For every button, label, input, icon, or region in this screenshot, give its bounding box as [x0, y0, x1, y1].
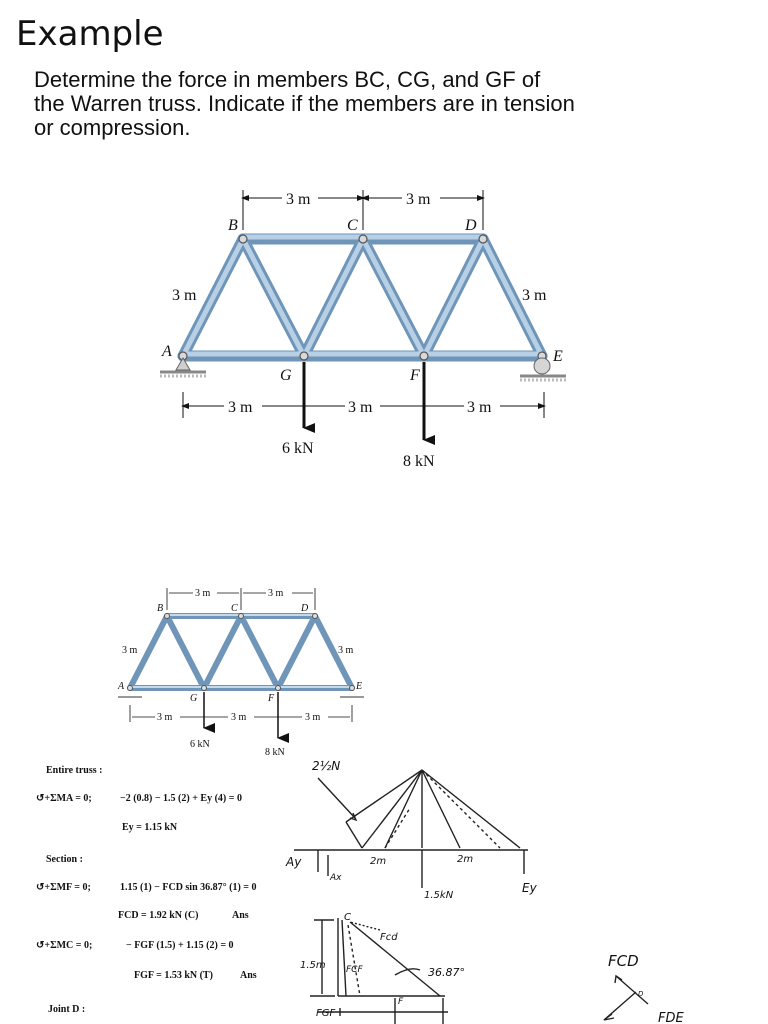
ans-1: Ans: [232, 910, 249, 921]
eq1-result: Ey = 1.15 kN: [122, 822, 178, 833]
hand-f: F: [398, 997, 404, 1007]
node-c-label: C: [347, 217, 358, 234]
load-f-label: 8 kN: [403, 453, 435, 470]
hand-2m-left: 2m: [370, 856, 386, 867]
node-e-label: E: [552, 348, 563, 365]
hand-fcd-small: Fcd: [380, 932, 398, 943]
hand-fde: FDE: [658, 1011, 684, 1024]
hand-fcf: FCF: [346, 965, 363, 975]
joint-d-heading: Joint D :: [48, 1004, 85, 1015]
node-b-label: B: [228, 217, 238, 234]
small-load-f-label: 8 kN: [265, 747, 285, 758]
small-dim-bottom-1: 3 m: [157, 712, 173, 723]
dim-bottom-3: 3 m: [467, 399, 492, 416]
small-node-c-label: C: [231, 603, 238, 614]
hand-ay: Ay: [285, 855, 302, 869]
small-node-a-label: A: [117, 681, 125, 692]
ans-2: Ans: [240, 970, 257, 981]
dim-top-1: 3 m: [286, 191, 311, 208]
problem-line: or compression.: [34, 115, 191, 140]
small-dim-top-1: 3 m: [195, 588, 211, 599]
handwritten-labels: 2½N Ay Ax 2m 2m 1.5kN Ey C Fcd 1.5m FCF …: [285, 759, 684, 1024]
small-node-d-label: D: [300, 603, 309, 614]
eq2-label: ↺+ΣMF = 0;: [36, 882, 91, 893]
dim-height-left: 3 m: [172, 287, 197, 304]
hand-ey: Ey: [522, 881, 538, 895]
node-d-label: D: [464, 217, 477, 234]
eq2: 1.15 (1) − FCD sin 36.87° (1) = 0: [120, 882, 257, 893]
small-dim-height-left: 3 m: [122, 645, 138, 656]
problem-line: the Warren truss. Indicate if the member…: [34, 91, 575, 116]
truss-figure-large: 3 m 3 m 3 m 3 m 3 m 3 m 3 m 6 kN 8 kN A …: [160, 190, 566, 470]
eq3-result: FGF = 1.53 kN (T): [134, 970, 213, 981]
eq3: − FGF (1.5) + 1.15 (2) = 0: [126, 940, 234, 951]
eq3-label: ↺+ΣMC = 0;: [36, 940, 92, 951]
hand-fcd-big: FCD: [608, 952, 639, 970]
solution-equations: Entire truss : ↺+ΣMA = 0; −2 (0.8) − 1.5…: [36, 765, 257, 1015]
hand-angle: 36.87°: [428, 966, 465, 979]
dim-top-2: 3 m: [406, 191, 431, 208]
truss-figure-small: 3 m 3 m 3 m 3 m 3 m 3 m 3 m 6 kN 8 kN A …: [117, 588, 364, 758]
hand-d: D: [638, 990, 644, 998]
hand-c: C: [344, 912, 351, 923]
hand-fgf: FGF: [316, 1008, 336, 1019]
small-dim-top-2: 3 m: [268, 588, 284, 599]
hand-ax: Ax: [329, 873, 342, 883]
dim-bottom-1: 3 m: [228, 399, 253, 416]
node-g-label: G: [280, 367, 292, 384]
dim-bottom-2: 3 m: [348, 399, 373, 416]
small-node-b-label: B: [157, 603, 163, 614]
small-node-g-label: G: [190, 693, 197, 704]
handwritten-sketch: [294, 769, 649, 1024]
eq2-result: FCD = 1.92 kN (C): [118, 910, 198, 921]
hand-1-5kn: 1.5kN: [424, 890, 454, 901]
small-dim-bottom-3: 3 m: [305, 712, 321, 723]
hand-load-top: 2½N: [312, 759, 340, 773]
problem-statement: Determine the force in members BC, CG, a…: [34, 68, 734, 140]
small-dim-height-right: 3 m: [338, 645, 354, 656]
section-heading: Section :: [46, 854, 83, 865]
small-node-f-label: F: [267, 693, 275, 704]
entire-truss-heading: Entire truss :: [46, 765, 102, 776]
load-g-label: 6 kN: [282, 440, 314, 457]
node-f-label: F: [409, 367, 420, 384]
node-a-label: A: [161, 343, 172, 360]
hand-1-5m: 1.5m: [300, 960, 326, 971]
problem-line: Determine the force in members BC, CG, a…: [34, 67, 541, 92]
eq1-label: ↺+ΣMA = 0;: [36, 793, 92, 804]
slide-title: Example: [16, 14, 164, 54]
hand-2m-right: 2m: [457, 854, 473, 865]
small-dim-bottom-2: 3 m: [231, 712, 247, 723]
small-load-g-label: 6 kN: [190, 739, 210, 750]
dim-height-right: 3 m: [522, 287, 547, 304]
small-node-e-label: E: [355, 681, 362, 692]
eq1: −2 (0.8) − 1.5 (2) + Ey (4) = 0: [120, 793, 242, 804]
